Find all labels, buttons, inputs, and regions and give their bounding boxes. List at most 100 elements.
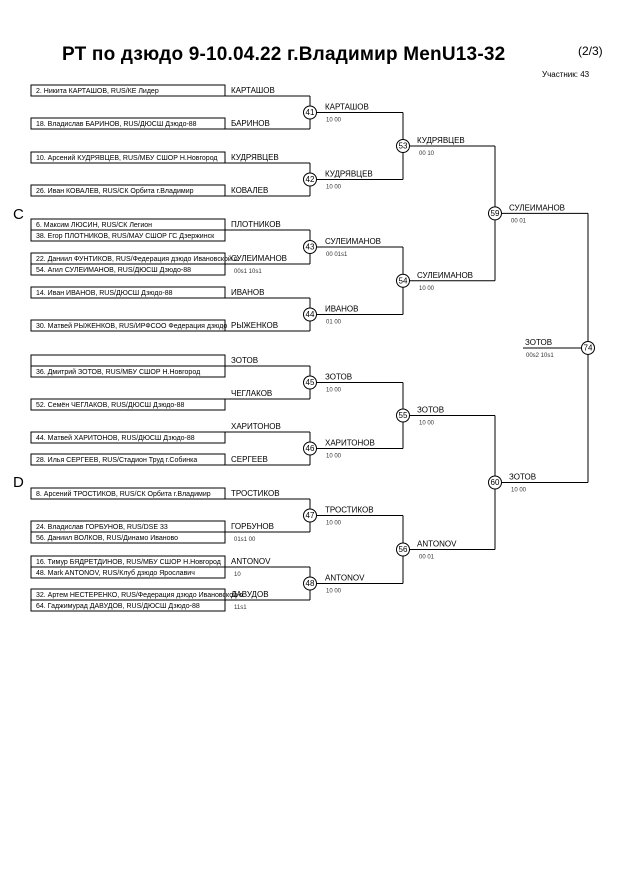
- match-number: 48: [306, 579, 315, 588]
- round0-winner: КАРТАШОВ: [231, 86, 275, 95]
- round0-score: 01s1 00: [234, 537, 256, 543]
- final-score: 00s2 10s1: [526, 353, 554, 359]
- match-circle: [303, 576, 317, 591]
- round2-score: 00 01: [419, 555, 435, 561]
- section-label-c: C: [13, 206, 24, 223]
- match-circle: [581, 340, 595, 355]
- player-box: [30, 354, 226, 367]
- match-circle: [396, 273, 410, 288]
- match-number: 53: [399, 142, 408, 151]
- player-box: [30, 184, 226, 197]
- match-number: 56: [399, 545, 408, 554]
- match-number: 55: [399, 411, 408, 420]
- match-circle: [303, 240, 317, 254]
- player-entry: 24. Владислав ГОРБУНОВ, RUS/DSE 33: [36, 524, 168, 531]
- final-winner: ЗОТОВ: [525, 338, 552, 347]
- player-entry: 52. Семён ЧЕГЛАКОВ, RUS/ДЮСШ Дзюдо-88: [36, 402, 184, 409]
- participants-count: Участник: 43: [542, 70, 590, 79]
- round1-winner: ЗОТОВ: [325, 373, 352, 382]
- round0-winner: БАРИНОВ: [231, 119, 270, 128]
- round0-winner: ПЛОТНИКОВ: [231, 220, 281, 229]
- player-box: [30, 319, 226, 332]
- round2-score: 10 00: [419, 286, 435, 292]
- round2-winner: ЗОТОВ: [417, 406, 444, 415]
- round2-winner: СУЛЕИМАНОВ: [417, 271, 473, 280]
- player-entry: 16. Тимур БЯДРЕТДИНОВ, RUS/МБУ СШОР Н.Но…: [36, 559, 221, 566]
- page-indicator: (2/3): [578, 44, 603, 58]
- player-entry: 26. Иван КОВАЛЕВ, RUS/СК Орбита г.Владим…: [36, 187, 194, 195]
- match-number: 41: [306, 108, 315, 117]
- player-entry: 54. Агил СУЛЕИМАНОВ, RUS/ДЮСШ Дзюдо-88: [36, 267, 191, 274]
- player-entry: 38. Егор ПЛОТНИКОВ, RUS/МАУ СШОР ГС Дзер…: [36, 233, 215, 240]
- player-entry: 44. Матвей ХАРИТОНОВ, RUS/ДЮСШ Дзюдо-88: [36, 434, 195, 442]
- round1-score: 10 00: [326, 118, 342, 124]
- match-number: 43: [306, 243, 315, 252]
- page-title: РТ по дзюдо 9-10.04.22 г.Владимир MenU13…: [62, 44, 506, 65]
- match-number: 42: [306, 175, 315, 184]
- match-number: 59: [491, 209, 500, 218]
- player-entry: 14. Иван ИВАНОВ, RUS/ДЮСШ Дзюдо-88: [36, 290, 173, 297]
- round0-winner: РЫЖЕНКОВ: [231, 321, 278, 330]
- round0-winner: ANTONOV: [231, 557, 271, 566]
- round3-score: 00 01: [511, 218, 527, 224]
- round2-score: 10 00: [419, 421, 435, 427]
- player-box: [30, 84, 226, 97]
- round1-winner: ХАРИТОНОВ: [325, 439, 375, 448]
- round0-winner: КУДРЯВЦЕВ: [231, 153, 279, 162]
- player-box: [30, 151, 226, 164]
- round0-winner: ТРОСТИКОВ: [231, 489, 280, 498]
- match-circle: [303, 307, 317, 322]
- round0-winner: ХАРИТОНОВ: [231, 422, 281, 431]
- round1-score: 10 00: [326, 454, 342, 460]
- round0-winner: ЧЕГЛАКОВ: [231, 389, 272, 398]
- round0-winner: ДАВУДОВ: [231, 590, 269, 599]
- round0-score: 11s1: [234, 605, 247, 611]
- match-number: 74: [584, 344, 593, 353]
- round2-winner: ANTONOV: [417, 540, 457, 549]
- player-entry: 30. Матвей РЫЖЕНКОВ, RUS/ИРФСОО Федераци…: [36, 322, 227, 330]
- player-entry: 2. Никита КАРТАШОВ, RUS/КЕ Лидер: [36, 88, 159, 95]
- player-entry: 18. Владислав БАРИНОВ, RUS/ДЮСШ Дзюдо-88: [36, 121, 197, 128]
- round0-winner: СЕРГЕЕВ: [231, 455, 268, 464]
- match-circle: [488, 475, 502, 490]
- round1-score: 01 00: [326, 320, 342, 326]
- player-box: [30, 453, 226, 466]
- match-number: 60: [491, 478, 500, 487]
- player-box: [30, 286, 226, 299]
- round0-winner: ЗОТОВ: [231, 356, 258, 365]
- round2-score: 00 10: [419, 151, 435, 157]
- match-circle: [488, 206, 502, 221]
- player-box: [30, 117, 226, 130]
- round0-winner: ГОРБУНОВ: [231, 522, 274, 531]
- player-entry: 48. Mark ANTONOV, RUS/Клуб дзюдо Ярослав…: [36, 569, 195, 577]
- round1-winner: СУЛЕИМАНОВ: [325, 237, 381, 246]
- player-box: [30, 365, 226, 378]
- round0-score: 00s1 10s1: [234, 269, 262, 275]
- match-number: 45: [306, 378, 315, 387]
- round1-score: 10 00: [326, 388, 342, 394]
- match-number: 47: [306, 511, 315, 520]
- round2-winner: КУДРЯВЦЕВ: [417, 136, 465, 145]
- round0-winner: СУЛЕИМАНОВ: [231, 254, 287, 263]
- match-circle: [303, 508, 317, 523]
- round3-winner: ЗОТОВ: [509, 473, 536, 482]
- match-number: 54: [399, 276, 408, 285]
- player-box: [30, 487, 226, 500]
- round3-score: 10 00: [511, 488, 527, 494]
- round1-winner: КАРТАШОВ: [325, 103, 369, 112]
- player-box: [30, 431, 226, 444]
- match-circle: [303, 105, 317, 120]
- player-entry: 28. Илья СЕРГЕЕВ, RUS/Стадион Труд г.Соб…: [36, 456, 197, 464]
- round1-winner: ИВАНОВ: [325, 305, 359, 314]
- round0-score: 10: [234, 572, 241, 578]
- round1-score: 00 01s1: [326, 252, 348, 258]
- round1-score: 10 00: [326, 521, 342, 527]
- round1-winner: ANTONOV: [325, 574, 365, 583]
- round0-winner: ИВАНОВ: [231, 288, 265, 297]
- match-circle: [396, 542, 410, 557]
- match-number: 44: [306, 310, 315, 319]
- round1-score: 10 00: [326, 589, 342, 595]
- round1-winner: ТРОСТИКОВ: [325, 506, 374, 515]
- player-entry: 10. Арсений КУДРЯВЦЕВ, RUS/МБУ СШОР Н.Но…: [36, 154, 218, 162]
